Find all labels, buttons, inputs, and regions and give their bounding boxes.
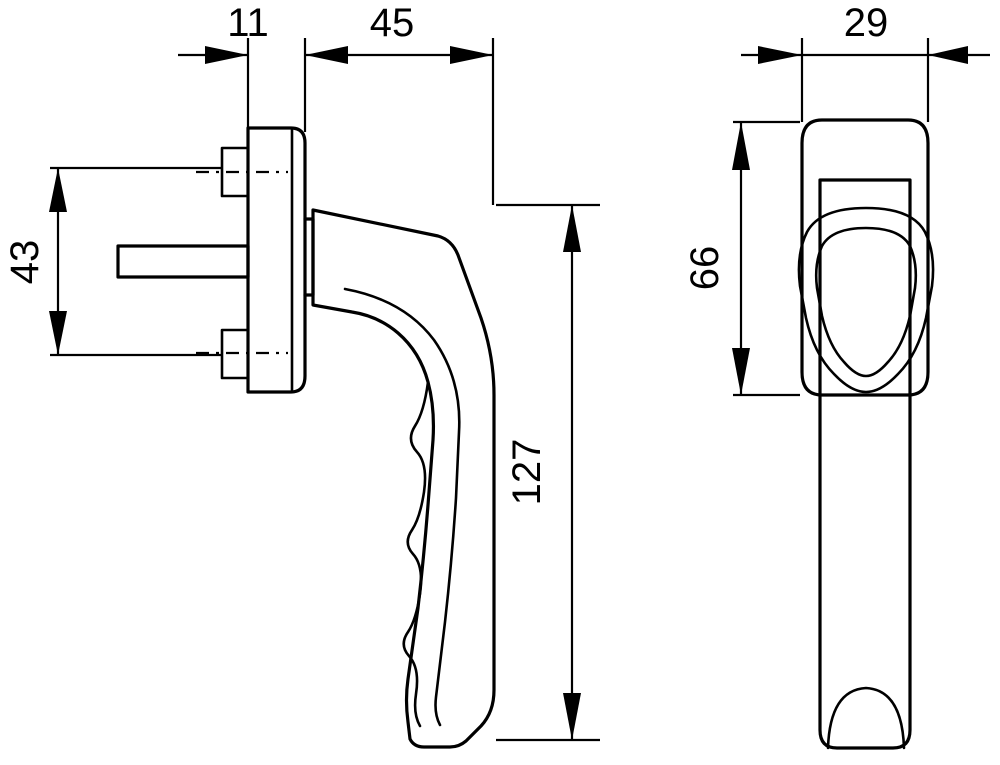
dimension-45-text: 45 — [370, 1, 415, 45]
dimension-45-group: 45 — [305, 1, 495, 205]
dimension-66-group: 66 — [683, 120, 800, 397]
dimension-43-text: 43 — [3, 240, 47, 285]
dimension-127-arrowhead-bottom — [563, 693, 581, 740]
dimension-45-arrowhead-right — [450, 46, 493, 64]
front-teardrop-inner — [814, 226, 918, 378]
dimension-11-arrowhead — [205, 46, 248, 64]
front-grip-body — [818, 178, 912, 750]
dimension-127-arrowhead-top — [563, 205, 581, 252]
handle-grip-outline — [311, 208, 496, 749]
dimension-127-text: 127 — [505, 439, 549, 506]
dimension-43-arrowhead-top — [49, 168, 67, 212]
dimension-45-arrowhead-left — [305, 46, 348, 64]
front-rosette-body — [800, 118, 930, 397]
dimension-11-text: 11 — [227, 1, 269, 45]
front-grip-bottom-arch — [826, 686, 906, 750]
dimension-66-arrowhead-top — [732, 122, 750, 170]
dimension-127-group: 127 — [496, 203, 600, 742]
handle-neck-inner-curve — [343, 287, 461, 727]
dimension-66-arrowhead-bottom — [732, 348, 750, 395]
dimension-29-group: 29 — [741, 1, 990, 122]
front-teardrop-outer — [797, 206, 935, 394]
dimension-66-text: 66 — [683, 246, 727, 291]
dimension-29-arrowhead-left — [758, 46, 802, 64]
rosette-plate — [246, 126, 307, 394]
dimension-43-arrowhead-bottom — [49, 311, 67, 355]
spindle-bar — [116, 244, 250, 279]
dimension-29-text: 29 — [844, 1, 889, 45]
dimension-11-group: 11 — [178, 1, 307, 132]
dimension-43-group: 43 — [3, 166, 222, 357]
grip-finger-ridges — [402, 380, 430, 728]
